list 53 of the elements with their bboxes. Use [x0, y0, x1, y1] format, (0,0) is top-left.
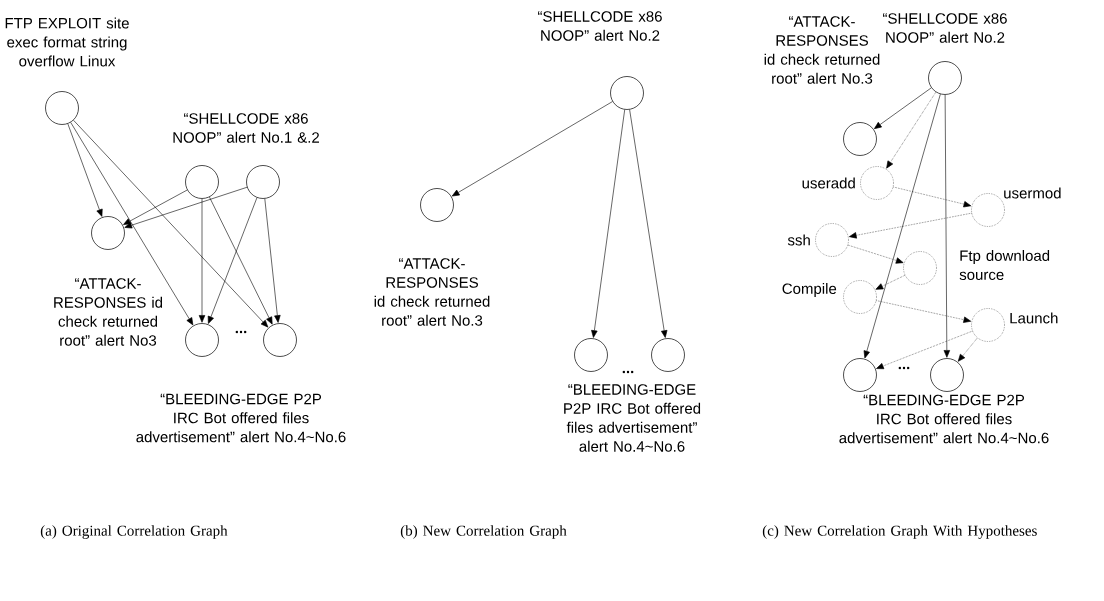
circle-node — [263, 323, 297, 357]
arrow — [875, 275, 906, 290]
arrow — [863, 93, 941, 359]
circle-node — [651, 338, 685, 372]
node-label: “ATTACK-RESPONSES id check returned root” alert No.3 — [764, 16, 880, 84]
circle-node — [246, 165, 280, 199]
arrow — [209, 196, 273, 325]
arrow — [264, 198, 281, 323]
arrow — [123, 189, 188, 225]
arrow — [849, 212, 972, 239]
arrow — [893, 186, 972, 208]
arrow — [67, 123, 103, 217]
caption: (c) New Correlation Graph With Hypotheses — [762, 525, 1037, 539]
node-label: “SHELLCODE x86 NOOP” alert No.2 — [883, 13, 1007, 43]
circle-node — [185, 323, 219, 357]
ellipsis: ... — [235, 330, 247, 334]
node-label: useradd — [802, 177, 855, 189]
circle-node — [185, 165, 219, 199]
arrow — [207, 197, 258, 324]
node-label: Ftp download source — [959, 250, 1050, 280]
arrow — [70, 122, 194, 326]
arrow — [876, 300, 972, 323]
node-label: Launch — [1010, 312, 1058, 324]
arrow — [957, 337, 978, 362]
arrow — [198, 198, 206, 323]
arrow — [847, 244, 904, 264]
node-label: “ATTACK-RESPONSES id check returned root” alert No.3 — [374, 258, 490, 326]
node-label: “ATTACK-RESPONSES id check returned root” alert No3 — [54, 278, 163, 346]
arrow — [943, 94, 950, 358]
arrow — [629, 109, 668, 338]
arrow — [124, 186, 248, 229]
arrow — [451, 101, 613, 197]
arrow — [874, 87, 932, 129]
ellipsis: ... — [622, 370, 634, 374]
node-label: “BLEEDING-EDGE P2P IRC Bot offered files advertisement” alert No.4~No.6 — [136, 393, 346, 443]
circle-node — [930, 358, 964, 392]
caption: (b) New Correlation Graph — [400, 525, 567, 539]
circle-node — [843, 358, 877, 392]
ellipsis: ... — [898, 366, 910, 370]
node-label: “SHELLCODE x86 NOOP” alert No.1 &.2 — [173, 113, 319, 143]
circle-node — [574, 338, 608, 372]
arrow — [886, 91, 937, 169]
node-label: usermod — [1004, 187, 1061, 199]
arrow — [876, 330, 973, 370]
arrow — [73, 119, 269, 328]
arrow — [591, 109, 625, 338]
caption: (a) Original Correlation Graph — [40, 525, 228, 539]
node-label: “BLEEDING-EDGE P2P IRC Bot offered files advertisement” alert No.4~No.6 — [564, 384, 701, 452]
node-label: ssh — [787, 234, 810, 246]
node-label: FTP EXPLOIT site exec format string overflow Linux — [5, 17, 129, 67]
node-label: “SHELLCODE x86 NOOP” alert No.2 — [538, 11, 662, 41]
node-label: “BLEEDING-EDGE P2P IRC Bot offered files advertisement” alert No.4~No.6 — [839, 394, 1049, 444]
node-label: Compile — [782, 283, 837, 297]
